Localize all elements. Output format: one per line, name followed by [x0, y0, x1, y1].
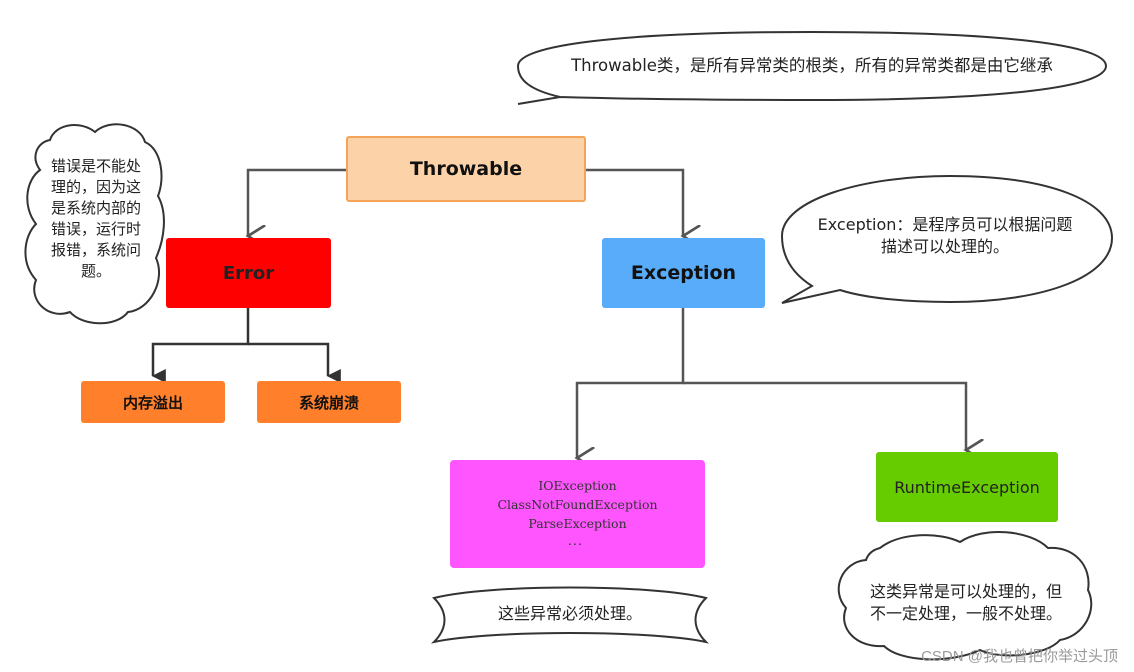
connector-exception-checked — [577, 308, 685, 458]
exception-note-line: 描述可以处理的。 — [880, 237, 1009, 256]
checked-exception-item: ClassNotFoundException — [497, 497, 658, 512]
checked-exception-item: ParseException — [528, 516, 627, 531]
checked-note-line: 这些异常必须处理。 — [497, 604, 642, 623]
connector-exception-runtime — [683, 381, 966, 450]
throwable-note-line: Throwable类，是所有异常类的根类，所有的异常类都是由它继承 — [571, 56, 1053, 75]
memory-overflow-node: 内存溢出 — [81, 381, 225, 423]
runtime-note-line: 这类异常是可以处理的，但 — [869, 582, 1062, 601]
exception-note-line: Exception：是程序员可以根据问题 — [817, 215, 1073, 234]
throwable-label: Throwable — [409, 158, 523, 180]
error-note-line: 错误，运行时 — [50, 220, 141, 238]
runtime-note-line: 不一定处理，一般不处理。 — [869, 604, 1062, 623]
error-note-line: 错误是不能处 — [50, 157, 141, 175]
connector-error-crash — [248, 342, 341, 383]
throwable-node: Throwable — [346, 136, 586, 202]
runtime-note-text: 这类异常是可以处理的，但 不一定处理，一般不处理。 — [850, 581, 1082, 625]
connector-throwable-exception — [585, 168, 683, 236]
runtime-exception-node: RuntimeException — [876, 452, 1058, 522]
memory-overflow-label: 内存溢出 — [122, 393, 183, 412]
connector-throwable-error — [248, 168, 346, 236]
error-note-cloud — [24, 123, 165, 325]
error-note-line: 是系统内部的 — [50, 199, 141, 217]
checked-exception-item: ．．． — [567, 537, 588, 548]
exception-node: Exception — [602, 238, 765, 308]
exception-note-bubble — [780, 174, 1114, 304]
connector-error-memory — [151, 308, 250, 383]
error-note-line: 题。 — [80, 262, 111, 280]
error-node: Error — [166, 238, 331, 308]
runtime-exception-label: RuntimeException — [894, 477, 1040, 497]
error-note-text: 错误是不能处 理的，因为这 是系统内部的 错误，运行时 报错，系统问 题。 — [36, 156, 156, 282]
system-crash-node: 系统崩溃 — [257, 381, 401, 423]
checked-exceptions-node: IOException ClassNotFoundException Parse… — [450, 460, 705, 568]
throwable-note-bubble — [516, 30, 1108, 105]
checked-note-text: 这些异常必须处理。 — [440, 603, 700, 624]
error-label: Error — [222, 262, 275, 284]
error-note-line: 理的，因为这 — [50, 178, 141, 196]
csdn-watermark: CSDN @我也曾把你举过头顶 — [921, 648, 1118, 665]
exception-label: Exception — [630, 262, 737, 284]
exception-note-text: Exception：是程序员可以根据问题 描述可以处理的。 — [795, 214, 1095, 258]
system-crash-label: 系统崩溃 — [298, 393, 359, 412]
checked-exception-item: IOException — [538, 478, 617, 493]
error-note-line: 报错，系统问 — [50, 241, 141, 259]
runtime-note-cloud — [837, 531, 1093, 661]
throwable-note-text: Throwable类，是所有异常类的根类，所有的异常类都是由它继承 — [530, 55, 1094, 76]
checked-note-banner — [430, 586, 710, 644]
